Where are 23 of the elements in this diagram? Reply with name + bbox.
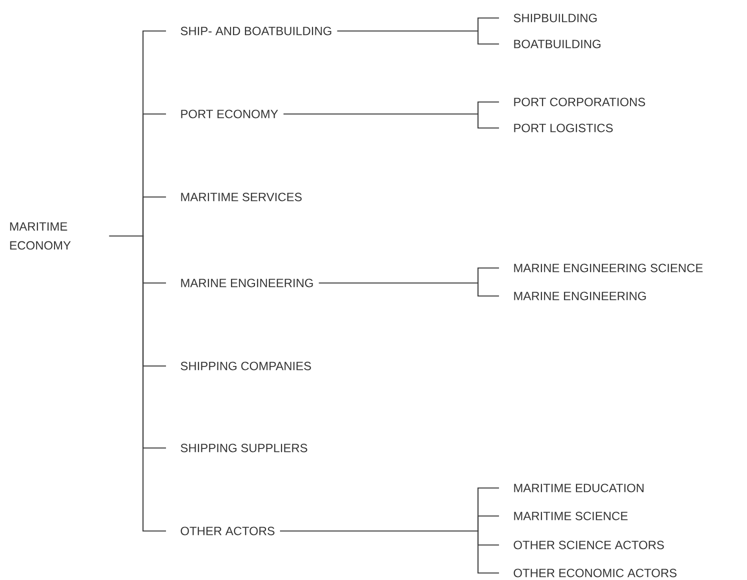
connector-line [109, 235, 166, 532]
connector-line [280, 530, 499, 574]
tree-label: BOATBUILDING [514, 40, 600, 48]
tree-label: MARITIME SCIENCE [514, 512, 628, 520]
tree-label: MARINE ENGINEERING [181, 278, 313, 288]
tree-label: OTHER ECONOMIC ACTORS [514, 568, 676, 578]
tree-label: SHIPPING SUPPLIERS [180, 444, 308, 452]
tree-label: OTHER SCIENCE ACTORS [514, 540, 664, 550]
connector-line [337, 30, 499, 45]
tree-label: OTHER ACTORS [180, 526, 274, 536]
tree-label: PORT CORPORATIONS [514, 98, 646, 106]
tree-label: SHIPPING COMPANIES [180, 362, 311, 370]
connector-line [284, 113, 499, 129]
tree-label: MARINE ENGINEERING [514, 292, 646, 300]
connector-line [318, 282, 499, 297]
tree-label: PORT ECONOMY [181, 110, 278, 118]
tree-label: SHIP- AND BOATBUILDING [180, 26, 332, 36]
tree-label: MARITIME ECONOMY [10, 222, 71, 250]
tree-label: MARINE ENGINEERING SCIENCE [514, 264, 703, 272]
tree-label: SHIPBUILDING [514, 14, 597, 22]
tree-label: PORT LOGISTICS [514, 124, 613, 132]
tree-label: MARITIME SERVICES [181, 192, 302, 202]
tree-label: MARITIME EDUCATION [514, 484, 644, 492]
